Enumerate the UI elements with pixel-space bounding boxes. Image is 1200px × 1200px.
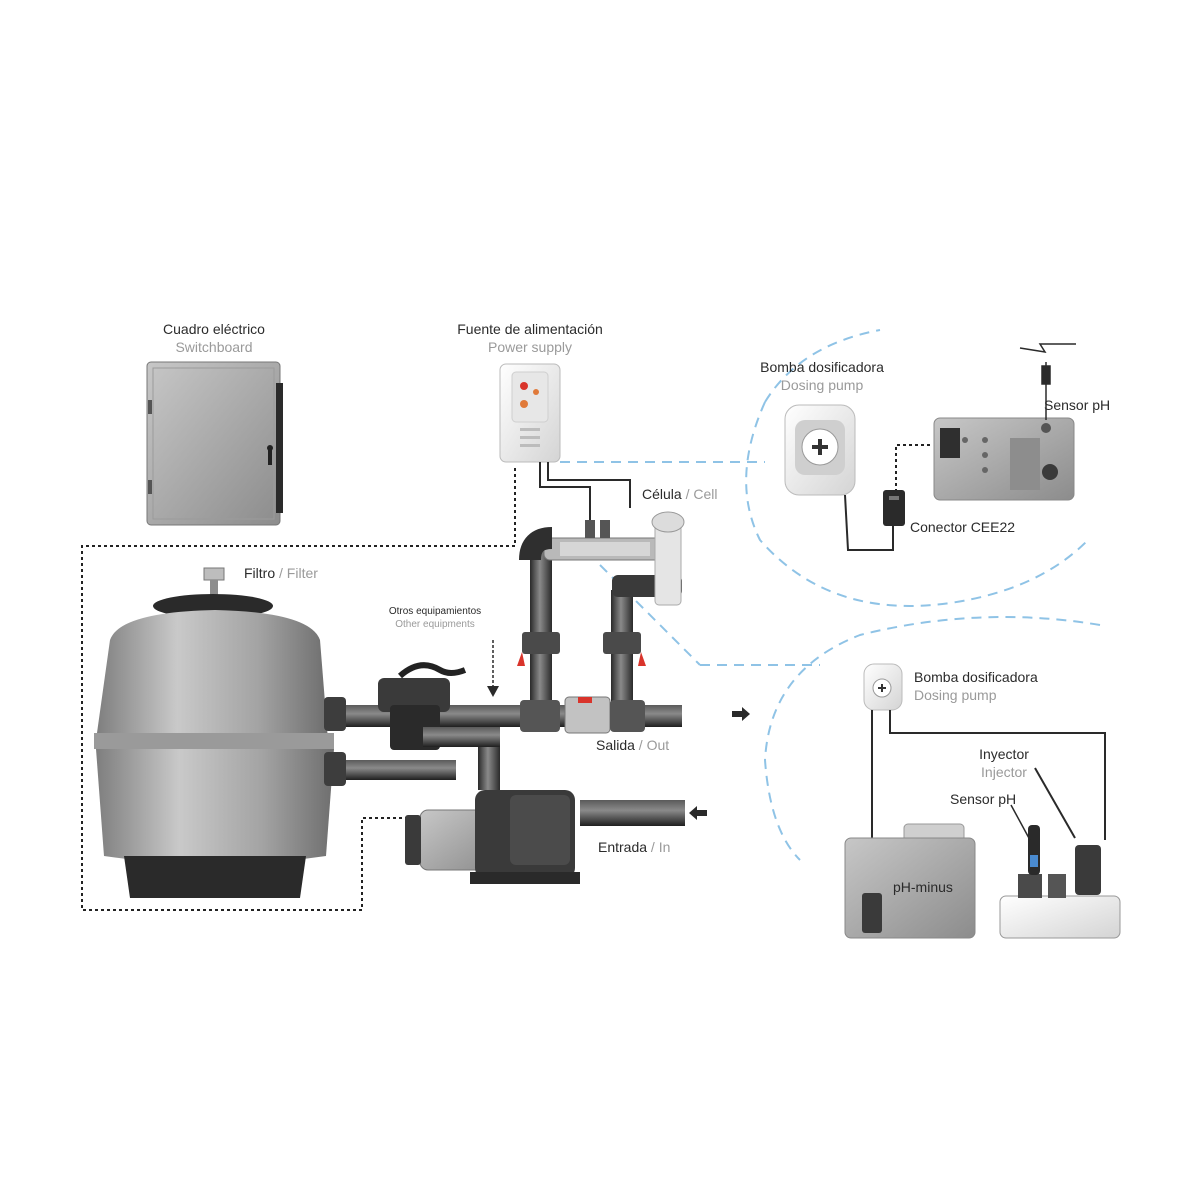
power-supply-icon (499, 363, 561, 463)
controller-icon (933, 417, 1075, 501)
dosing-pump-bottom-label-es: Bomba dosificadora (914, 669, 1038, 685)
cell-label-es: Célula (642, 486, 682, 502)
injector-label-en: Injector (981, 764, 1027, 780)
ph-minus-canister-icon (844, 823, 976, 939)
dosing-pump-bottom-icon (863, 663, 903, 711)
filter-label-en: Filter (286, 565, 318, 581)
in-label-en: In (658, 839, 671, 855)
dosing-pump-bottom-label-en: Dosing pump (914, 687, 997, 703)
cell-label-sep: / (681, 486, 694, 502)
injector-pipe-icon (999, 804, 1121, 939)
injector-label-es: Inyector (979, 746, 1029, 762)
out-label-en: Out (646, 737, 670, 753)
in-label-sep: / (647, 839, 659, 855)
cell-and-risers (517, 511, 685, 715)
filter-label: Filtro / Filter (244, 564, 318, 582)
sensor-ph-bottom-label: Sensor pH (950, 791, 1017, 807)
power-supply-label-en: Power supply (487, 339, 573, 355)
power-cable-top (1019, 343, 1076, 420)
switchboard-label: Cuadro eléctrico Switchboard (163, 320, 265, 356)
injector-label: Inyector Injector (979, 745, 1029, 781)
output-pipe (346, 696, 682, 734)
in-label-es: Entrada (598, 839, 648, 855)
dosing-pump-top-label: Bomba dosificadora Dosing pump (760, 358, 884, 394)
cell-cables (539, 462, 631, 520)
out-label-es: Salida (596, 737, 635, 753)
electrical-lines-dotted (81, 444, 930, 911)
other-equipment-label-es: Otros equipamientos (388, 606, 482, 617)
dosing-pump-top-icon (784, 404, 856, 496)
dosing-pump-top-cable (844, 494, 894, 551)
switchboard-label-es: Cuadro eléctrico (163, 321, 265, 337)
ph-minus-label: pH-minus (893, 879, 953, 895)
filter-label-es: Filtro (244, 565, 276, 581)
out-label: Salida / Out (596, 736, 669, 754)
dosing-pump-bottom-label: Bomba dosificadora Dosing pump (914, 668, 1038, 704)
switchboard-icon (146, 361, 283, 526)
in-label: Entrada / In (598, 838, 670, 856)
cee22-connector-icon (883, 490, 905, 526)
cell-label: Célula / Cell (642, 485, 718, 503)
dosing-pump-top-label-en: Dosing pump (780, 377, 864, 393)
connector-label: Conector CEE22 (910, 519, 1016, 535)
sensor-ph-top-label: Sensor pH (1044, 397, 1111, 413)
flow-arrows (487, 640, 750, 820)
filter-tank-icon (94, 567, 346, 898)
dosing-pump-top-label-es: Bomba dosificadora (760, 359, 884, 375)
cell-label-en: Cell (693, 486, 718, 502)
power-supply-label: Fuente de alimentación Power supply (457, 320, 603, 356)
out-label-sep: / (634, 737, 647, 753)
other-equipment-label-en: Other equipments (395, 619, 475, 630)
pump-suction-pipe (346, 727, 685, 826)
switchboard-label-en: Switchboard (175, 339, 253, 355)
other-equipment-label: Otros equipamientos Other equipments (389, 605, 481, 631)
power-supply-label-es: Fuente de alimentación (457, 321, 603, 337)
pump-icon (405, 790, 580, 884)
filter-label-sep: / (275, 565, 287, 581)
